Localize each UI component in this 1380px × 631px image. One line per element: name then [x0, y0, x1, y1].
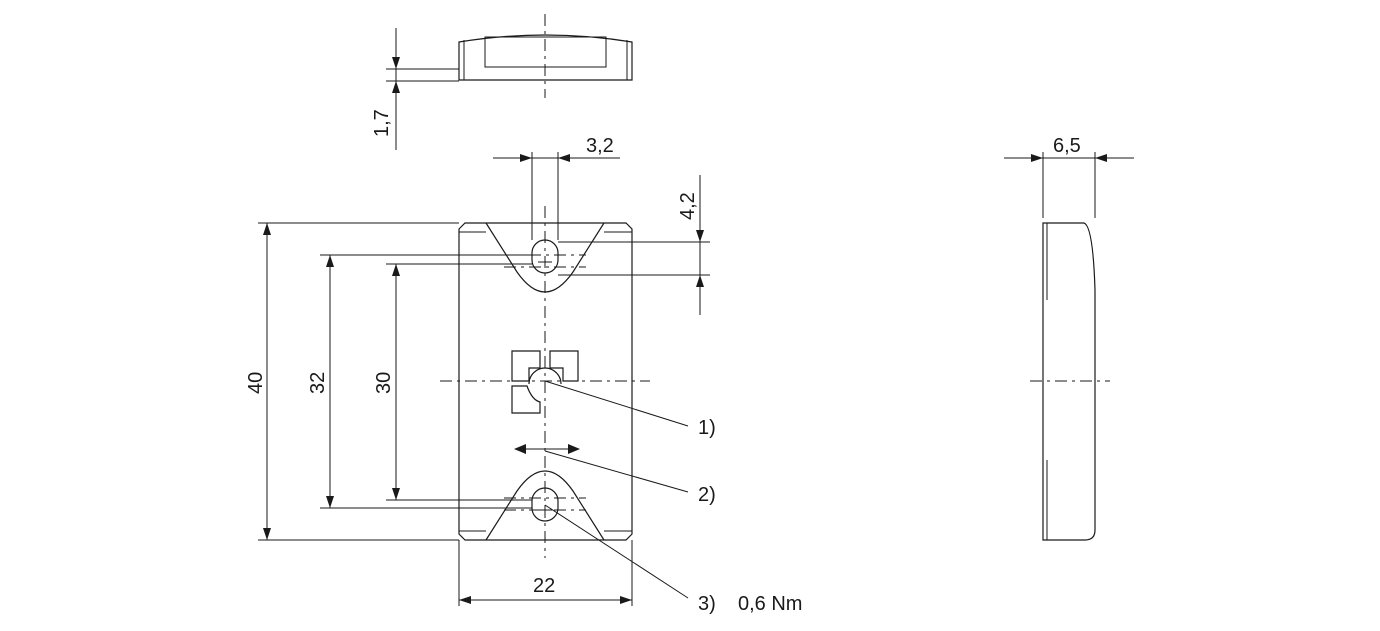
- callout-2: 2): [698, 484, 716, 506]
- dim-hole-pitch-inner: 30: [373, 372, 395, 394]
- torque-value: 0,6 Nm: [738, 593, 802, 615]
- dim-slot-height: 4,2: [677, 192, 699, 220]
- dim-slot-width: 3,2: [586, 135, 614, 157]
- callout-3: 3): [698, 593, 716, 615]
- arrow-right-icon: [568, 444, 580, 454]
- side-view: 6,5: [1004, 135, 1134, 541]
- dim-height-total: 40: [245, 372, 267, 394]
- arrow-left-icon: [514, 444, 526, 454]
- dim-width: 22: [533, 575, 555, 597]
- callouts: 1) 2) 3) 0,6 Nm: [544, 380, 802, 615]
- callout-1: 1): [698, 417, 716, 439]
- dim-hole-pitch-outer: 32: [307, 372, 329, 394]
- top-view: 1,7: [371, 14, 633, 150]
- front-dimensions: 3,2 4,2 40 32 30 22: [245, 135, 710, 606]
- dim-side-thickness: 6,5: [1053, 135, 1081, 157]
- dim-top-thickness: 1,7: [371, 109, 393, 137]
